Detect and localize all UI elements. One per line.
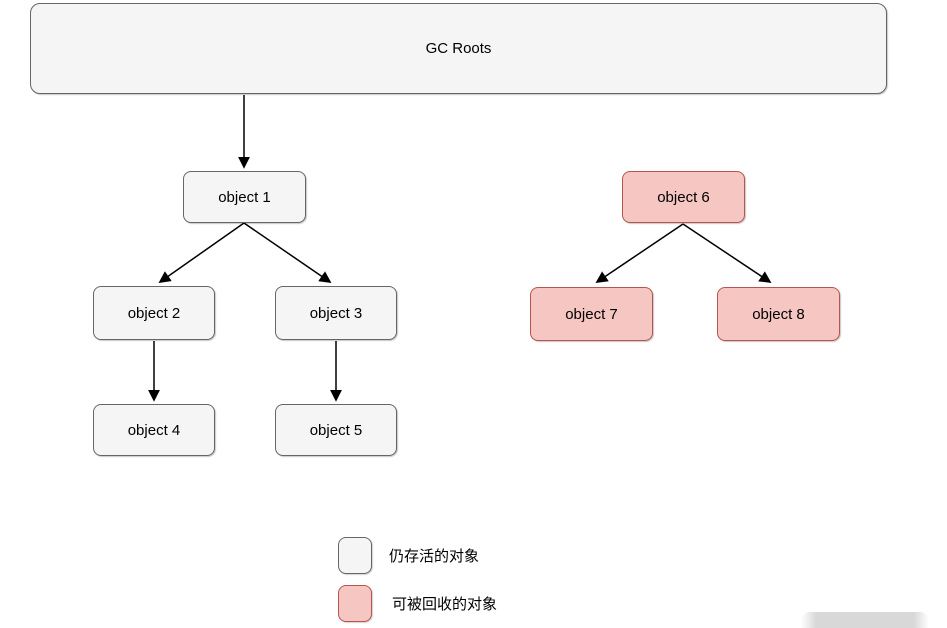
node-object-6: object 6: [622, 171, 745, 223]
node-object-8: object 8: [717, 287, 840, 341]
legend-label-collectable: 可被回收的对象: [392, 596, 498, 613]
edge-object6-object7: [595, 223, 684, 284]
legend-label-alive: 仍存活的对象: [389, 548, 480, 565]
node-object-2-label: object 2: [127, 304, 181, 322]
node-object-5-label: object 5: [309, 421, 363, 439]
node-object-7-label: object 7: [565, 305, 618, 323]
node-object-3-label: object 3: [309, 304, 363, 322]
edge-object1-object3: [243, 222, 332, 284]
node-object-3: object 3: [275, 286, 397, 340]
node-gc-roots: GC Roots: [30, 3, 887, 94]
node-object-1-label: object 1: [218, 188, 271, 206]
legend-swatch-collectable: [338, 585, 372, 622]
node-object-1: object 1: [183, 171, 306, 223]
node-object-4-label: object 4: [127, 421, 181, 439]
node-object-6-label: object 6: [657, 188, 710, 206]
node-gc-roots-label: GC Roots: [425, 40, 492, 57]
node-object-7: object 7: [530, 287, 653, 341]
node-object-8-label: object 8: [752, 305, 805, 323]
node-object-4: object 4: [93, 404, 215, 456]
node-object-5: object 5: [275, 404, 397, 456]
bottom-right-partial-element: [801, 612, 929, 628]
legend-swatch-alive: [338, 537, 372, 574]
node-object-2: object 2: [93, 286, 215, 340]
edge-object6-object8: [682, 223, 772, 283]
edge-object1-object2: [158, 222, 245, 284]
